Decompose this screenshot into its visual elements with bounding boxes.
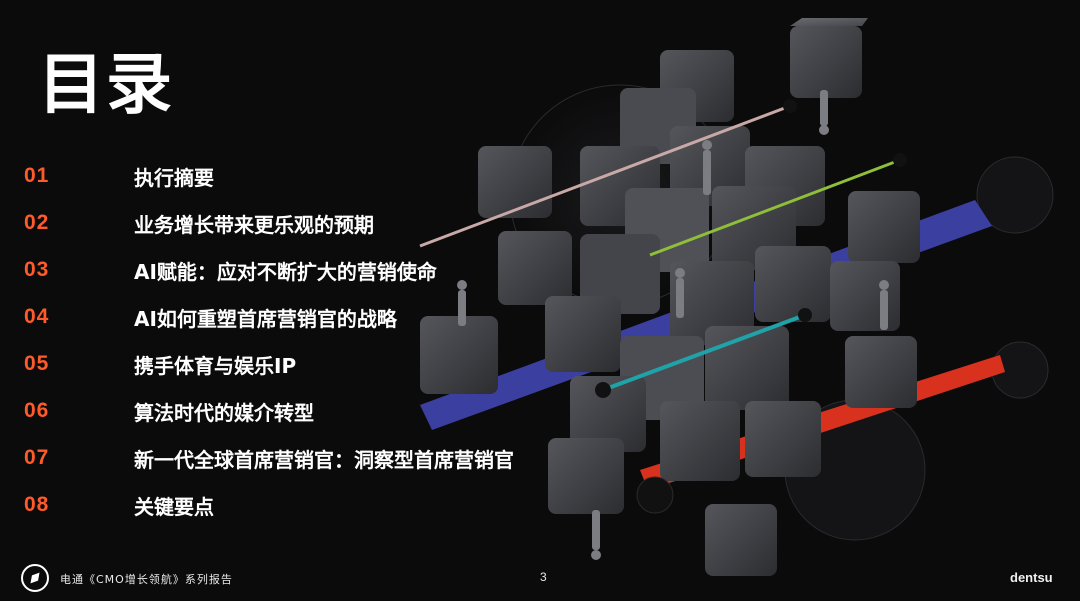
page-title: 目录 bbox=[38, 46, 174, 123]
toc-number: 07 bbox=[24, 446, 50, 469]
toc-item-08[interactable]: 08 关键要点 bbox=[24, 485, 644, 525]
toc-number: 03 bbox=[24, 258, 50, 281]
toc-label: 算法时代的媒介转型 bbox=[134, 401, 314, 425]
toc-item-07[interactable]: 07 新一代全球首席营销官：洞察型首席营销官 bbox=[24, 438, 644, 478]
toc-label: 关键要点 bbox=[134, 495, 214, 519]
toc-label: 携手体育与娱乐IP bbox=[134, 354, 297, 378]
toc-number: 06 bbox=[24, 399, 50, 422]
toc-item-06[interactable]: 06 算法时代的媒介转型 bbox=[24, 391, 644, 431]
toc-number: 02 bbox=[24, 211, 50, 234]
toc-label: AI如何重塑首席营销官的战略 bbox=[134, 307, 397, 331]
toc-label: AI赋能：应对不断扩大的营销使命 bbox=[134, 260, 437, 284]
green-line bbox=[649, 158, 901, 257]
toc-number: 04 bbox=[24, 305, 50, 328]
pink-line bbox=[419, 104, 791, 248]
toc-item-02[interactable]: 02 业务增长带来更乐观的预期 bbox=[24, 203, 644, 243]
toc-item-04[interactable]: 04 AI如何重塑首席营销官的战略 bbox=[24, 297, 644, 337]
toc-label: 新一代全球首席营销官：洞察型首席营销官 bbox=[134, 448, 514, 472]
toc-number: 08 bbox=[24, 493, 50, 516]
teal-line bbox=[602, 313, 806, 392]
toc-label: 执行摘要 bbox=[134, 166, 214, 190]
toc-item-03[interactable]: 03 AI赋能：应对不断扩大的营销使命 bbox=[24, 250, 644, 290]
cube-cluster bbox=[420, 18, 920, 576]
toc-label: 业务增长带来更乐观的预期 bbox=[134, 213, 374, 237]
human-figures bbox=[457, 90, 889, 560]
report-series-label: 电通《CMO增长领航》系列报告 bbox=[60, 573, 233, 586]
toc-number: 01 bbox=[24, 164, 50, 187]
brand-logo-text: dentsu bbox=[1010, 570, 1053, 585]
compass-logo-icon bbox=[21, 564, 49, 592]
toc-item-01[interactable]: 01 执行摘要 bbox=[24, 156, 644, 196]
page-number: 3 bbox=[540, 570, 547, 584]
toc-item-05[interactable]: 05 携手体育与娱乐IP bbox=[24, 344, 644, 384]
background-circle bbox=[976, 156, 1054, 234]
toc-number: 05 bbox=[24, 352, 50, 375]
